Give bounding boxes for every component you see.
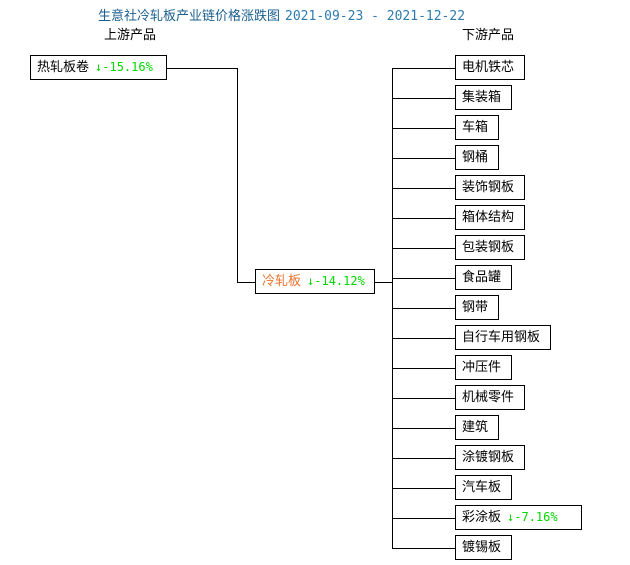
node-label: 包装钢板	[462, 240, 515, 255]
downstream-node-10[interactable]: 冲压件	[455, 355, 512, 380]
node-label: 镀锡板	[462, 540, 502, 555]
node-label: 彩涂板	[462, 510, 502, 525]
downstream-node-1[interactable]: 集装箱	[455, 85, 512, 110]
downstream-stub-9	[392, 338, 455, 339]
downstream-node-14[interactable]: 汽车板	[455, 475, 512, 500]
downstream-node-16[interactable]: 镀锡板	[455, 535, 512, 560]
upstream-edge-h-0	[167, 68, 237, 69]
downstream-node-3[interactable]: 钢桶	[455, 145, 499, 170]
downstream-stub-11	[392, 398, 455, 399]
downstream-stub-5	[392, 218, 455, 219]
node-label: 冷轧板	[262, 274, 302, 289]
downstream-node-11[interactable]: 机械零件	[455, 385, 525, 410]
downstream-stub-0	[392, 68, 455, 69]
center-edge-to-spine	[375, 282, 392, 283]
downstream-stub-14	[392, 488, 455, 489]
node-label: 钢带	[462, 300, 489, 315]
date-range: 2021-09-23 - 2021-12-22	[285, 9, 466, 24]
node-label: 装饰钢板	[462, 180, 515, 195]
downstream-node-5[interactable]: 箱体结构	[455, 205, 525, 230]
downstream-stub-16	[392, 548, 455, 549]
downstream-stub-3	[392, 158, 455, 159]
upstream-edge-v-0	[237, 68, 238, 282]
downstream-node-7[interactable]: 食品罐	[455, 265, 512, 290]
downstream-stub-1	[392, 98, 455, 99]
downstream-node-2[interactable]: 车箱	[455, 115, 499, 140]
downstream-stub-2	[392, 128, 455, 129]
downstream-stub-15	[392, 518, 455, 519]
downstream-node-12[interactable]: 建筑	[455, 415, 499, 440]
downstream-node-9[interactable]: 自行车用钢板	[455, 325, 551, 350]
node-label: 电机铁芯	[462, 60, 515, 75]
center-node-cold-rolled-plate[interactable]: 冷轧板 ↓-14.12%	[255, 269, 375, 294]
node-change-value: ↓-7.16%	[507, 510, 558, 524]
downstream-stub-4	[392, 188, 455, 189]
upstream-column-label: 上游产品	[104, 28, 157, 43]
downstream-stub-7	[392, 278, 455, 279]
node-change-value: ↓-15.16%	[95, 60, 153, 74]
downstream-node-13[interactable]: 涂镀钢板	[455, 445, 525, 470]
downstream-stub-10	[392, 368, 455, 369]
upstream-edge-in-0	[237, 282, 255, 283]
node-label: 食品罐	[462, 270, 502, 285]
node-label: 车箱	[462, 120, 489, 135]
node-label: 箱体结构	[462, 210, 515, 225]
downstream-stub-12	[392, 428, 455, 429]
upstream-node-0[interactable]: 热轧板卷 ↓-15.16%	[30, 55, 167, 80]
downstream-node-15[interactable]: 彩涂板 ↓-7.16%	[455, 505, 582, 530]
downstream-node-0[interactable]: 电机铁芯	[455, 55, 525, 80]
node-label: 钢桶	[462, 150, 489, 165]
downstream-stub-8	[392, 308, 455, 309]
node-label: 机械零件	[462, 390, 515, 405]
node-label: 涂镀钢板	[462, 450, 515, 465]
page-title: 生意社冷轧板产业链价格涨跌图	[98, 9, 281, 24]
node-label: 建筑	[462, 420, 489, 435]
node-change-value: ↓-14.12%	[307, 274, 365, 288]
downstream-node-8[interactable]: 钢带	[455, 295, 499, 320]
chart-title-row: 生意社冷轧板产业链价格涨跌图 2021-09-23 - 2021-12-22	[98, 7, 465, 25]
downstream-node-6[interactable]: 包装钢板	[455, 235, 525, 260]
downstream-stub-6	[392, 248, 455, 249]
downstream-column-label: 下游产品	[462, 28, 515, 43]
downstream-node-4[interactable]: 装饰钢板	[455, 175, 525, 200]
node-label: 汽车板	[462, 480, 502, 495]
node-label: 自行车用钢板	[462, 330, 541, 345]
node-label: 集装箱	[462, 90, 502, 105]
node-label: 冲压件	[462, 360, 502, 375]
downstream-stub-13	[392, 458, 455, 459]
node-label: 热轧板卷	[37, 60, 90, 75]
